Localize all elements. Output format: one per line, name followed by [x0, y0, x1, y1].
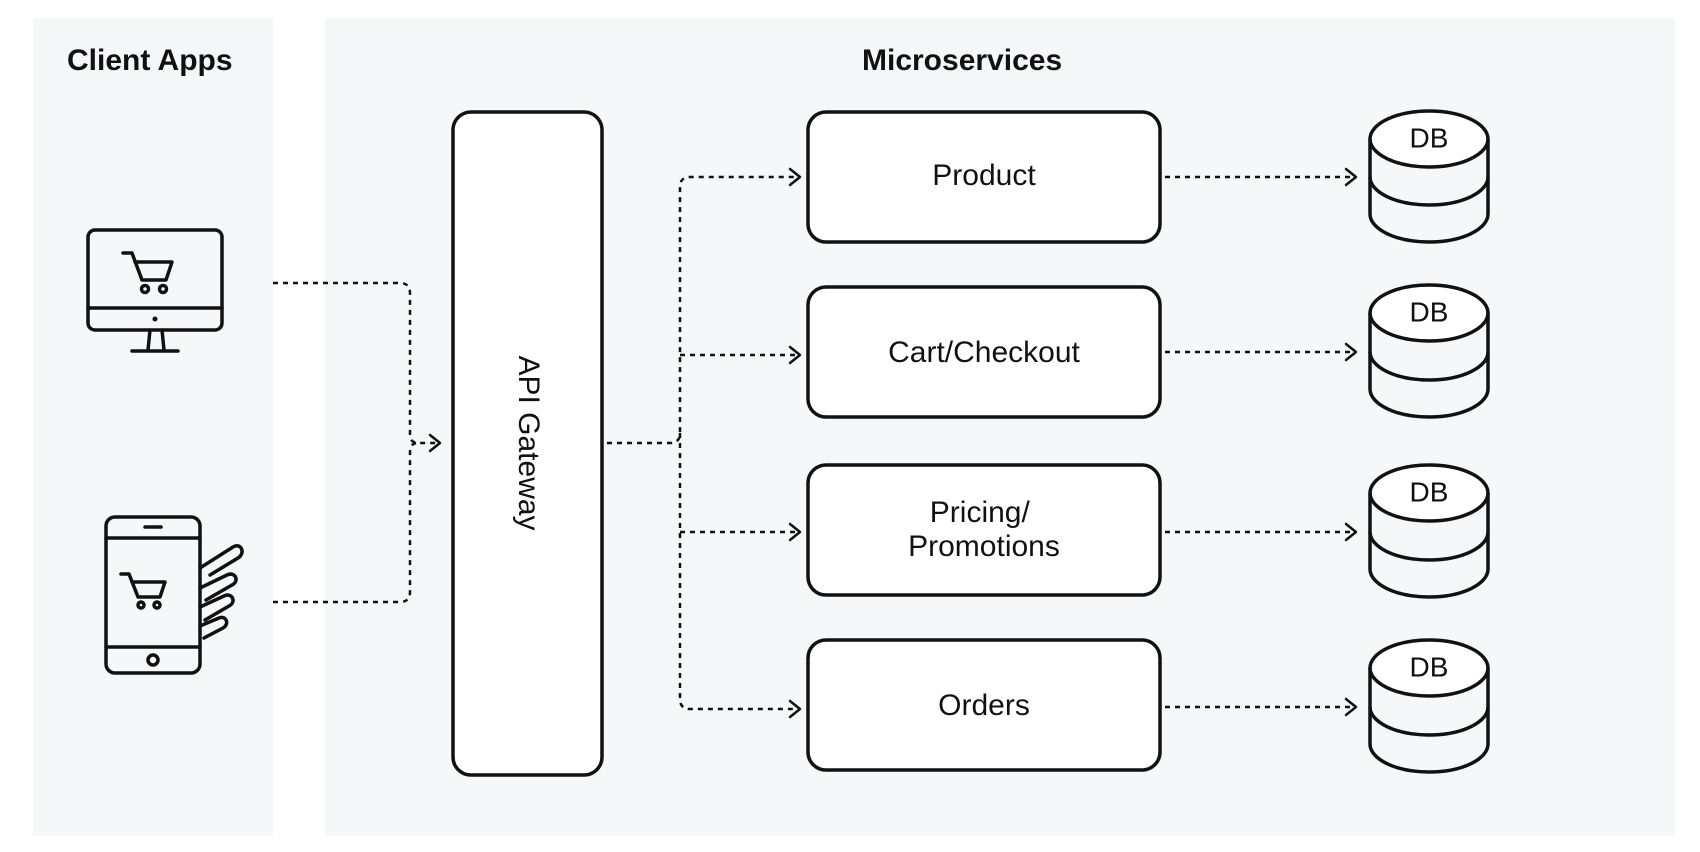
api-gateway: API Gateway: [451, 110, 604, 777]
pricing-promotions-db-label: DB: [1410, 476, 1449, 507]
product-database-icon: DB: [1368, 109, 1490, 244]
service-orders-label: Orders: [938, 689, 1030, 722]
service-orders: Orders: [806, 638, 1162, 772]
product-db-label: DB: [1410, 122, 1449, 153]
client-connectors: [273, 281, 442, 604]
desktop-shopping-cart-icon: [86, 228, 224, 353]
service-pricing-promotions: Pricing/ Promotions: [806, 463, 1162, 597]
client-apps-title: Client Apps: [67, 44, 233, 77]
microservices-title: Microservices: [862, 44, 1063, 77]
gateway-connectors: [607, 167, 802, 719]
orders-database-icon: DB: [1368, 638, 1490, 774]
service-cart-checkout: Cart/Checkout: [806, 285, 1162, 419]
service-cart-checkout-label: Cart/Checkout: [888, 336, 1080, 369]
mobile-shopping-cart-icon: [104, 515, 244, 675]
client-apps-panel: [33, 18, 273, 836]
orders-db-label: DB: [1410, 651, 1449, 682]
cart-checkout-db-label: DB: [1410, 296, 1449, 327]
pricing-promotions-database-icon: DB: [1368, 463, 1490, 599]
service-pricing-label-line-2: Promotions: [908, 530, 1060, 563]
service-product-label: Product: [932, 159, 1036, 192]
service-product: Product: [806, 110, 1162, 244]
cart-checkout-database-icon: DB: [1368, 283, 1490, 419]
service-pricing-label-line-1: Pricing/: [930, 496, 1031, 529]
service-pricing-promotions-label: Pricing/ Promotions: [908, 496, 1060, 563]
api-gateway-label: API Gateway: [512, 355, 545, 530]
